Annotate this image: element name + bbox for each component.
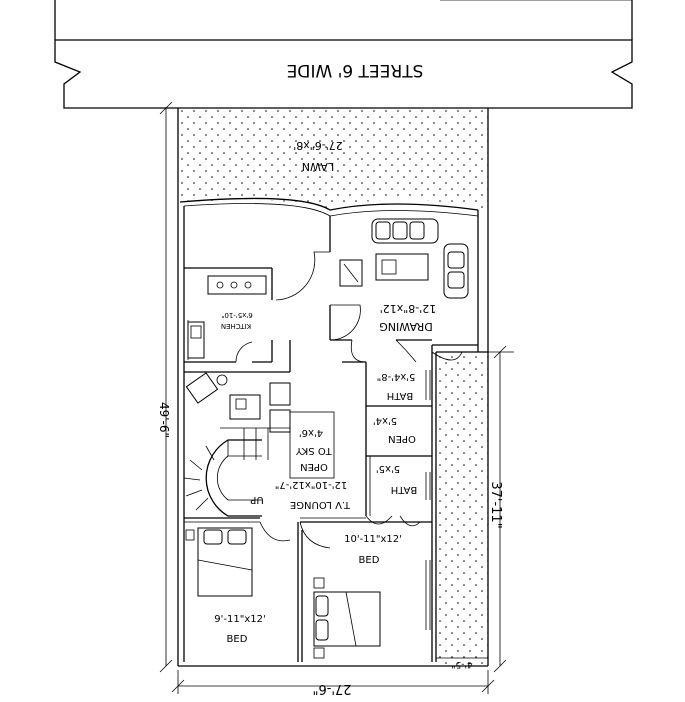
plot-outline [177,108,489,667]
bedroom-left-furniture [185,527,253,597]
lawn-name: LAWN [302,160,334,173]
lounge-size: 12'-10"x12'-7" [275,479,347,490]
open-small-name: OPEN [388,433,416,444]
bath-bottom-name: BATH [391,484,418,495]
dimension-side-strip: 37'-11" [488,481,503,528]
open-sky-name: OPEN [300,461,328,472]
bed-left-name: BED [227,634,248,645]
dimension-width: 27'-6" [312,681,351,696]
drawing-name: DRAWING [379,320,432,333]
lawn-area [178,108,488,210]
dimension-lines [159,101,514,694]
lounge-furniture [185,372,291,433]
bath-top-size: 5'x4'-8" [377,371,416,382]
bed-right-name: BED [359,555,380,566]
spiral-stair [183,427,290,517]
stair-up-label: UP [250,494,263,505]
bed-left-size: 9'-11"x12' [214,614,265,625]
bath-top-name: BATH [387,390,414,401]
dimension-depth: 49'-6" [157,402,171,438]
lawn-size: 27'-6"x8' [293,139,343,152]
drawing-furniture [339,218,469,299]
doors [235,251,463,549]
open-to-sky-area [289,411,335,479]
street-label: STREET 6' WIDE [287,60,424,80]
kitchen-name: KITCHEN [221,322,251,330]
bedroom-right-furniture [313,577,381,659]
street: STREET 6' WIDE [54,0,633,109]
dimension-strip-width: 4'-5" [451,659,472,669]
lounge-name: T.V LOUNGE [290,499,351,510]
kitchen-fittings [187,275,267,359]
open-small-size: 5'x4' [373,415,397,426]
drawing-size: 12'-8"x12' [380,302,437,315]
front-wall [179,197,479,211]
open-sky-size: 4'x6' [299,427,323,438]
open-sky-sub: TO SKY [295,445,333,456]
side-strip [436,352,488,666]
kitchen-size: 6'x5'-10" [221,311,253,319]
bed-right-size: 10'-11"x12' [344,534,402,545]
interior-walls [183,206,488,662]
bath-bottom-size: 5'x5' [376,463,400,474]
